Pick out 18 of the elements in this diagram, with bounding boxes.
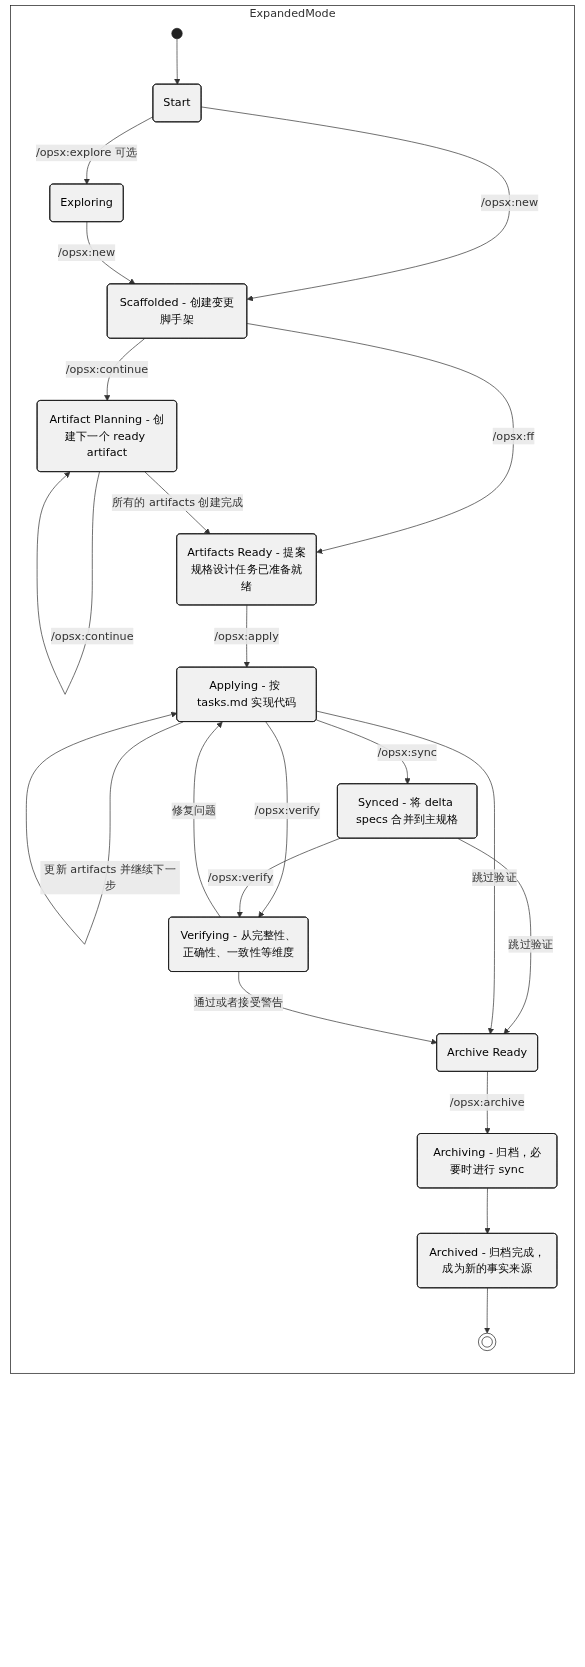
edge-label: /opsx:new: [58, 245, 116, 260]
edge-label: /opsx:sync: [377, 745, 437, 759]
edge-label: /opsx:verify: [207, 870, 274, 884]
edge-label: /opsx:archive: [449, 1095, 525, 1109]
edge-label: /opsx:apply: [214, 629, 279, 643]
edge-label: 所有的 artifacts 创建完成: [111, 495, 244, 509]
edge-label: 修复问题: [171, 803, 217, 818]
edge-label: /opsx:ff: [492, 429, 535, 443]
edge-label: /opsx:verify: [254, 803, 320, 818]
edge-label: 跳过验证: [472, 870, 517, 884]
edge-label: /opsx:continue: [51, 629, 134, 643]
node-circle: [171, 27, 183, 40]
edge-label: /opsx:new: [481, 195, 539, 210]
edge-label: /opsx:explore 可选: [35, 145, 138, 160]
edge-label: 更新 artifacts 并继续下一步: [44, 862, 176, 893]
edge-label: 通过或者接受警告: [193, 995, 284, 1009]
edge-label: 跳过验证: [508, 937, 554, 951]
edge-label: /opsx:continue: [65, 362, 149, 376]
